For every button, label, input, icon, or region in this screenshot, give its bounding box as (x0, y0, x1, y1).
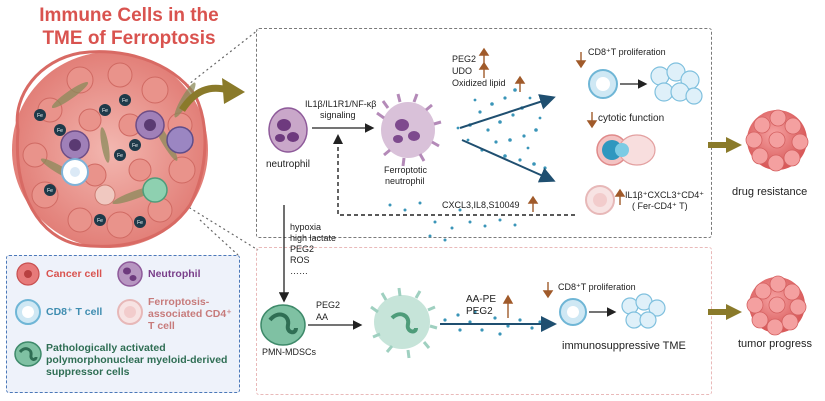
inducer-2: high lactate (290, 233, 337, 243)
fe-marker: Fe (137, 220, 143, 226)
inducer-1: hypoxia (290, 222, 322, 232)
label-tumor-progress: tumor progress (738, 338, 812, 350)
cd8-cluster-lower-icon (621, 293, 666, 329)
label-cd8-proliferation-lower: CD8⁺T proliferation (558, 282, 636, 292)
arrow-to-cd8 (459, 94, 556, 129)
arrow-to-fer-cd4 (461, 139, 556, 183)
ferroptotic-pmn-icon (370, 287, 438, 359)
lipid-mediator-1: AA-PE (466, 294, 497, 305)
label-chemokines: CXCL3,IL8,S10049 (442, 200, 520, 210)
label-pmn-mdscs: PMN-MDSCs (262, 347, 316, 357)
cd8-t-cell-icon (588, 69, 618, 99)
legend-pmn-2: polymorphonuclear myeloid-derived (46, 354, 228, 366)
progressing-tumor-icon (746, 275, 807, 336)
lipid-mediator-2: PEG2 (466, 306, 493, 317)
legend-cancer-cell-icon (16, 262, 40, 286)
title-line-1: Immune Cells in the (39, 5, 219, 26)
cd8-cluster-icon (650, 62, 703, 105)
figure-title: Immune Cells in the TME of Ferroptosis (0, 4, 258, 50)
tumor-microenvironment: Fe Fe Fe Fe Fe Fe Fe Fe Fe (12, 50, 208, 248)
label-neutrophil: neutrophil (266, 159, 310, 170)
legend-fer-cd4-icon (117, 299, 143, 325)
fe-marker: Fe (132, 143, 138, 149)
released-particles-lower (443, 310, 542, 336)
label-immunosuppressive: immunosuppressive TME (562, 340, 686, 352)
legend-fer-cd4-2: associated CD4⁺ (148, 308, 232, 320)
zoom-line-legend (199, 219, 239, 256)
upper-panel-box (256, 28, 712, 238)
cd8-t-cell-lower-icon (559, 298, 587, 326)
label-signaling-2: signaling (320, 110, 356, 120)
up-arrow-icon (527, 188, 626, 212)
ferroptotic-neutrophil-icon (376, 93, 442, 167)
legend-cancer-cell: Cancer cell (46, 268, 103, 280)
legend-neutrophil-icon (117, 261, 143, 287)
legend-neutrophil: Neutrophil (148, 268, 201, 280)
title-line-2: TME of Ferroptosis (42, 28, 216, 49)
label-cytotic-function: cytotic function (598, 113, 665, 124)
legend-fer-cd4-3: T cell (148, 320, 175, 332)
label-cd8-proliferation: CD8⁺T proliferation (588, 47, 666, 57)
legend-fer-cd4-1: Ferroptosis- (148, 296, 210, 308)
neutrophil-icon (268, 107, 308, 153)
fe-marker: Fe (47, 188, 53, 194)
legend-pmn-3: suppressor cells (46, 366, 130, 378)
inducer-5: …… (290, 266, 308, 276)
label-ferroptotic-1: Ferroptotic (384, 165, 428, 175)
pmn-mediator-2: AA (316, 312, 329, 322)
legend-cd8-icon (15, 299, 41, 325)
legend-cd8: CD8⁺ T cell (46, 306, 103, 318)
chemokine-particles (388, 201, 517, 242)
zoom-line-bottom (184, 204, 259, 251)
mediator-1: PEG2 (452, 54, 477, 64)
drug-resistant-tumor-icon (745, 109, 809, 172)
fe-marker: Fe (97, 218, 103, 224)
legend-pmn-icon (14, 341, 42, 367)
lower-panel-box (256, 247, 712, 395)
cytotoxic-cells-icon (596, 134, 656, 166)
label-ferroptotic-2: neutrophil (385, 176, 425, 186)
label-signaling-1: IL1β/IL1R1/NF-κβ (305, 99, 377, 109)
down-arrow-icon (542, 282, 554, 299)
legend-pmn-1: Pathologically activated (46, 342, 166, 354)
label-fer-cd4-2: ( Fer-CD4⁺ T) (632, 201, 688, 211)
up-arrow-icon (502, 294, 514, 318)
mediator-2: UDO (452, 66, 472, 76)
label-drug-resistance: drug resistance (732, 186, 808, 198)
pmn-mdsc-icon (260, 304, 306, 346)
mediator-3: Oxidized lipid (452, 78, 506, 88)
pmn-mediator-1: PEG2 (316, 300, 341, 310)
fe-marker: Fe (117, 153, 123, 159)
fe-marker: Fe (102, 108, 108, 114)
fe-marker: Fe (122, 98, 128, 104)
feedback-arrow (337, 138, 575, 216)
label-fer-cd4-1: IL1β⁺CXCL3⁺CD4⁺ (625, 190, 704, 200)
inducer-3: PEG2 (290, 244, 315, 254)
fe-marker: Fe (57, 128, 63, 134)
inducer-4: ROS (290, 255, 310, 265)
up-arrow-icon (478, 47, 526, 92)
down-arrow-icon (575, 52, 598, 129)
fer-cd4-t-cell-icon (585, 185, 615, 215)
fe-marker: Fe (37, 113, 43, 119)
